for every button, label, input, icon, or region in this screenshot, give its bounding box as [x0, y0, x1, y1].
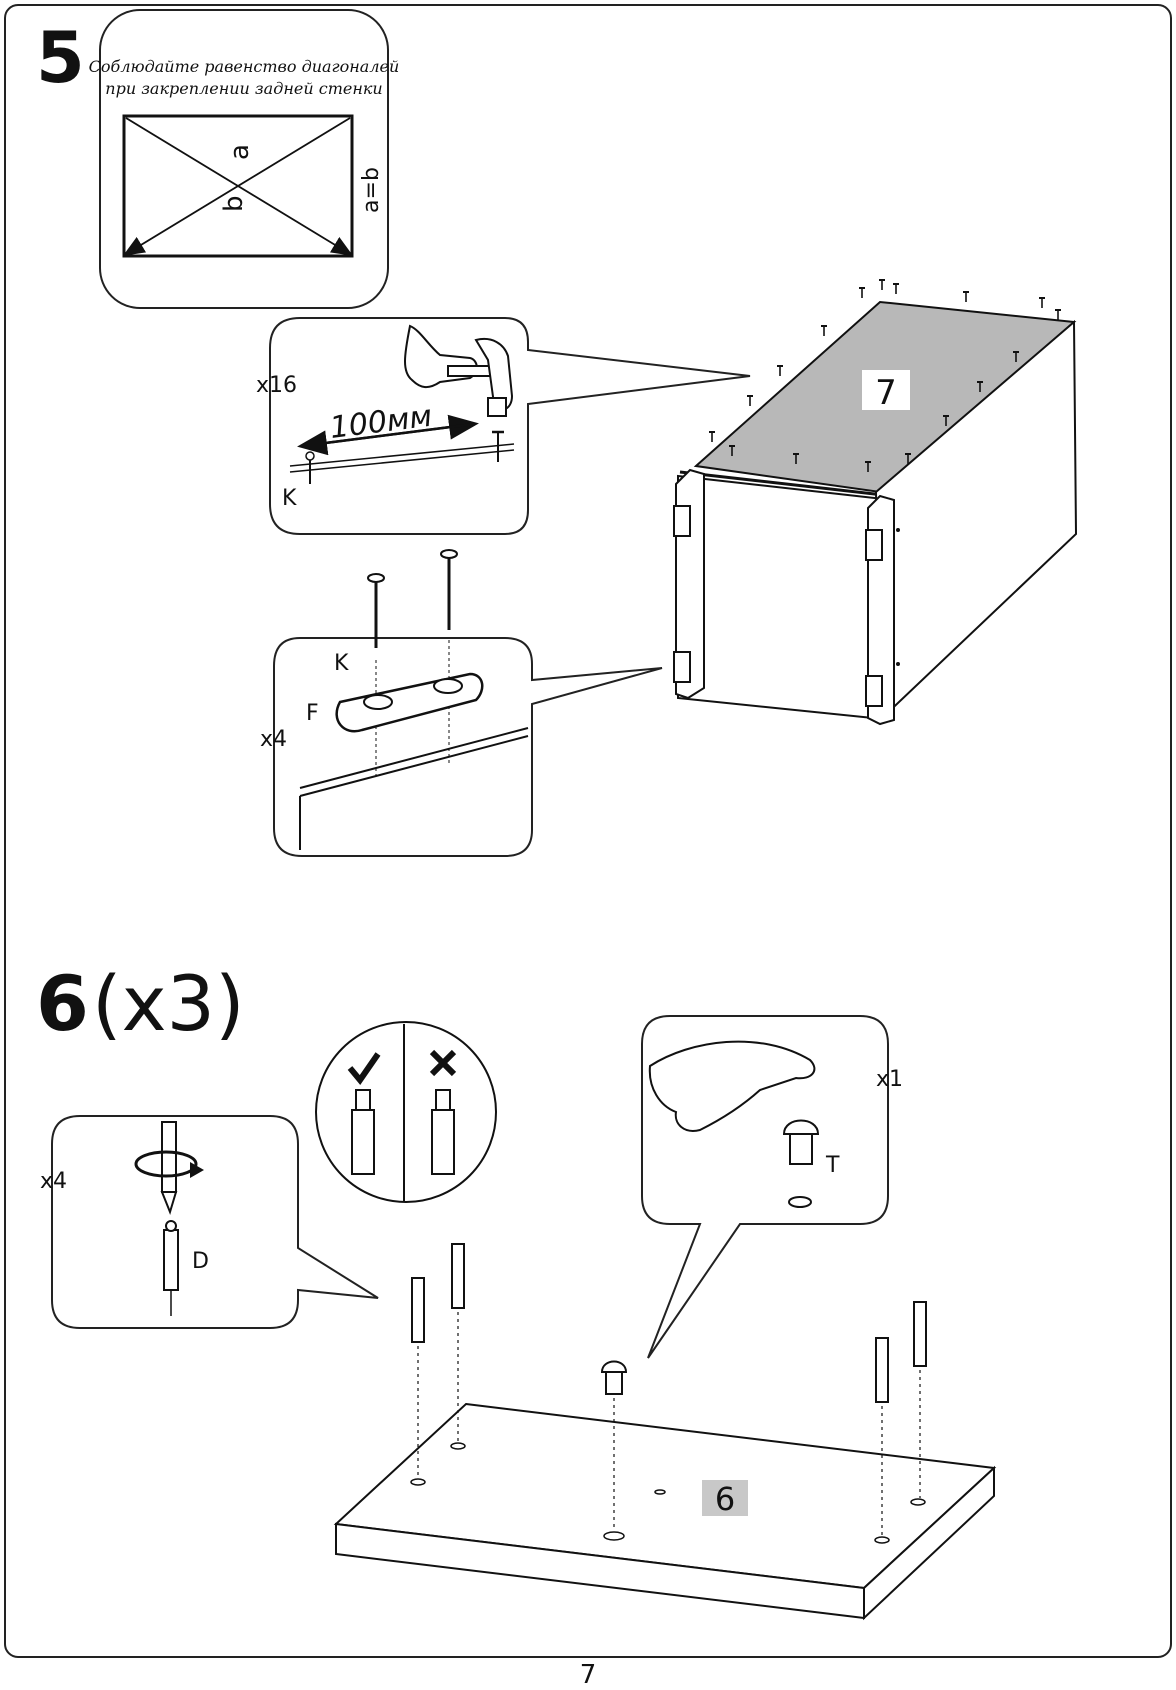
- screwdriver-icon: [134, 1121, 204, 1216]
- bracket-detail-panel: x4 F K: [260, 549, 663, 857]
- page-frame: [4, 4, 1172, 1658]
- nailing-detail-panel: x16 100мм K: [256, 317, 751, 535]
- cap-icon: [600, 1360, 628, 1395]
- nail-letter: K: [282, 486, 297, 511]
- cross-icon: [429, 1049, 457, 1077]
- hand-icon: [648, 1040, 816, 1132]
- step6-number: 6: [36, 959, 89, 1048]
- bottom-panel-assembly: 6: [333, 1243, 997, 1621]
- diagonal-a-label: a: [225, 144, 255, 160]
- panel-7-number: 7: [875, 373, 897, 413]
- cap-count: x1: [876, 1067, 903, 1092]
- dowel-count: x4: [40, 1169, 67, 1194]
- cap-letter: T: [825, 1153, 840, 1178]
- bracket-letter: F: [306, 701, 319, 726]
- diagonal-b-label: b: [219, 195, 249, 212]
- panel-6-label-box: [702, 1480, 748, 1516]
- nail-count: x16: [256, 373, 297, 398]
- check-icon: [347, 1052, 381, 1085]
- diagonal-note-line1: Соблюдайте равенство диагоналей: [89, 57, 400, 76]
- dowel-icon: [163, 1220, 179, 1316]
- step5-number: 5: [36, 17, 85, 99]
- cabinet-assembly: 7: [673, 279, 1078, 726]
- dowel-detail-panel: x4 D: [40, 1115, 379, 1329]
- diagonal-note-panel: Соблюдайте равенство диагоналей при закр…: [89, 9, 400, 309]
- panel-6-number: 6: [715, 1480, 735, 1518]
- dowel-icon: [411, 1243, 927, 1403]
- diagonal-note-line2: при закреплении задней стенки: [105, 79, 382, 98]
- dowel-check-circle: [315, 1021, 497, 1203]
- bracket-icon: [335, 672, 484, 733]
- bracket-count: x4: [260, 727, 287, 752]
- page-number: 7: [579, 1660, 597, 1690]
- panel-7-label-box: [862, 370, 910, 410]
- nail-icon: [305, 430, 504, 484]
- cap-detail-panel: x1 T: [641, 1015, 903, 1359]
- step6-repeat: (x3): [92, 959, 245, 1048]
- diagonal-formula: a=b: [359, 167, 384, 213]
- bracket-nail-letter: K: [334, 651, 349, 676]
- dowel-letter: D: [192, 1249, 209, 1274]
- cap-icon: [782, 1119, 820, 1165]
- hammer-hand-icon: [404, 324, 514, 417]
- panel-holes: [410, 1442, 926, 1544]
